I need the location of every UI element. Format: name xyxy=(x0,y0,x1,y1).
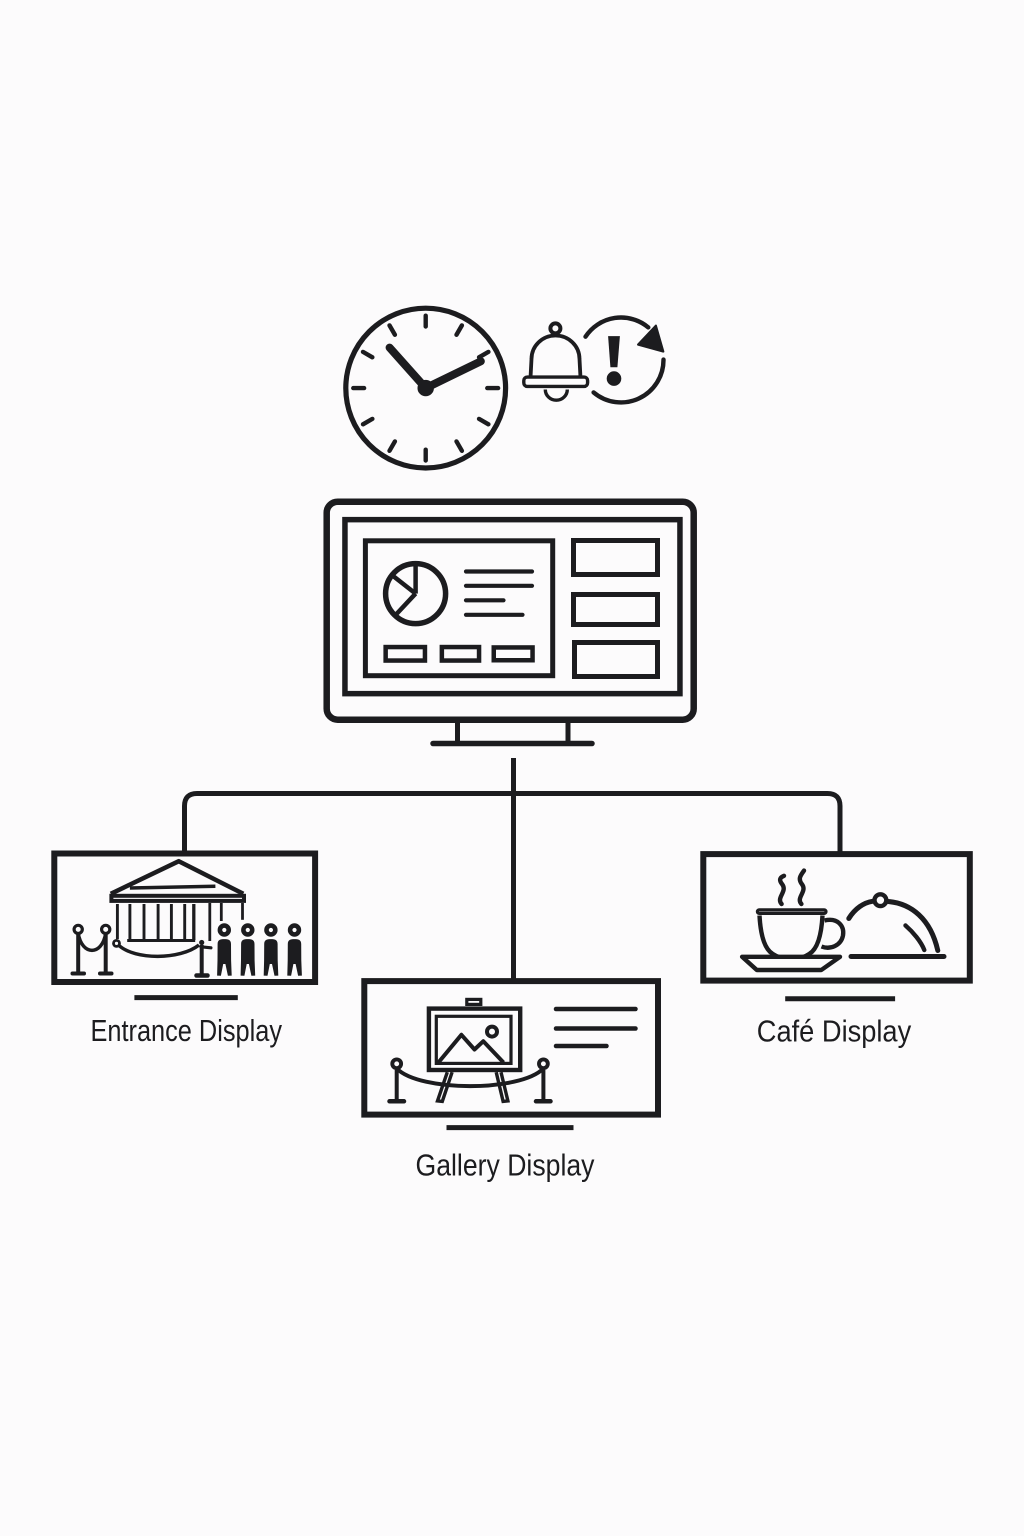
svg-text:Gallery Display: Gallery Display xyxy=(416,1149,596,1183)
svg-text:Café Display: Café Display xyxy=(757,1015,912,1049)
svg-text:Entrance Display: Entrance Display xyxy=(91,1014,283,1048)
